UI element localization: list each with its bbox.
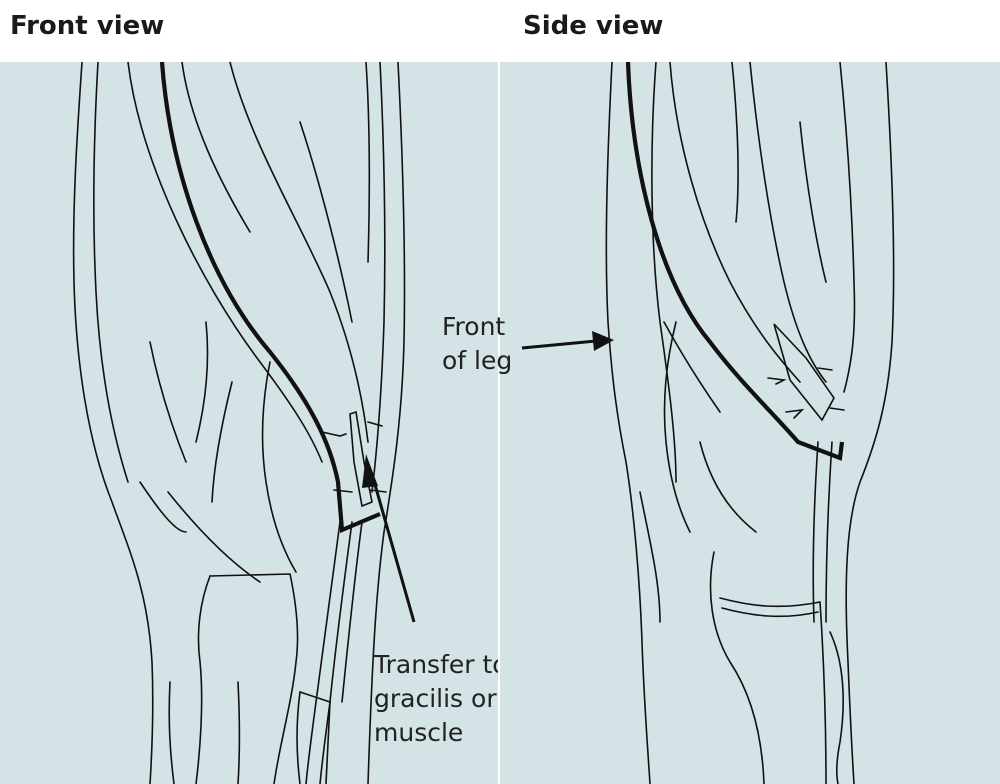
side-view-panel — [500, 62, 1000, 784]
side-muscle-8 — [639, 491, 661, 623]
muscle-line-10 — [167, 491, 261, 583]
side-calf — [829, 631, 844, 784]
side-outer-contour-left — [605, 62, 651, 784]
side-shin-3 — [812, 441, 819, 623]
front-view-title: Front view — [10, 11, 165, 41]
side-inner-contour-1 — [651, 62, 677, 483]
side-muscle-1 — [669, 62, 801, 383]
front-of-leg-line-2: of leg — [442, 346, 513, 375]
side-knee-cap — [709, 551, 765, 784]
outer-contour-left — [72, 62, 154, 784]
side-muscle-5 — [799, 121, 827, 283]
side-graft — [773, 323, 835, 422]
side-shin-1 — [819, 601, 827, 784]
transfer-label: Transfer to gracilis or sartorius muscle — [374, 648, 498, 750]
inner-contour-left — [93, 62, 129, 483]
muscle-line-7 — [261, 361, 297, 573]
muscle-line-6 — [149, 341, 187, 463]
front-of-leg-label: Front of leg — [442, 310, 512, 378]
front-view-panel: Transfer to gracilis or sartorius muscle — [0, 62, 498, 784]
transfer-label-line-2: gracilis or sartorius — [374, 684, 498, 713]
outer-contour-right — [367, 62, 406, 784]
kneecap — [209, 573, 299, 784]
transfer-label-line-3: muscle — [374, 718, 464, 747]
suture-1 — [321, 431, 347, 437]
tendon-line-1 — [305, 521, 341, 784]
side-outer-contour-right — [845, 62, 895, 784]
side-suture-2 — [817, 367, 833, 371]
tendon-flap-2 — [296, 691, 301, 784]
incision-line — [159, 62, 381, 534]
muscle-line-1 — [127, 62, 323, 463]
suture-2 — [367, 421, 383, 427]
side-knee-1 — [719, 597, 821, 608]
suture-3 — [333, 489, 353, 493]
inner-contour-right-1 — [371, 62, 386, 493]
muscle-line-2 — [229, 62, 369, 443]
side-view-title: Side view — [523, 11, 664, 41]
tendon-line-2 — [319, 521, 353, 784]
front-of-leg-line-1: Front — [442, 312, 506, 341]
tendon-flap — [299, 691, 331, 784]
side-suture-3 — [785, 408, 805, 419]
graft — [349, 410, 373, 508]
transfer-label-line-1: Transfer to — [374, 650, 498, 679]
side-suture-4 — [829, 407, 845, 411]
muscle-line-9 — [139, 481, 187, 533]
muscle-line-4 — [299, 121, 353, 323]
side-muscle-7 — [699, 441, 757, 533]
inner-contour-right-2 — [365, 62, 371, 263]
front-view-drawing — [72, 62, 416, 784]
muscle-line-8 — [211, 381, 233, 503]
transfer-arrow-head — [362, 454, 378, 488]
kneecap-left — [195, 575, 211, 784]
side-muscle-2 — [749, 62, 827, 383]
side-muscle-3 — [731, 62, 739, 223]
side-view-drawing — [605, 62, 895, 784]
side-shin-2 — [825, 441, 833, 623]
side-muscle-6 — [663, 321, 691, 533]
shin-inner — [237, 681, 241, 784]
shin-left — [168, 681, 175, 784]
muscle-line-3 — [181, 62, 251, 233]
transfer-arrow-shaft — [370, 473, 416, 623]
side-incision-line — [625, 62, 845, 461]
side-muscle-4 — [839, 62, 856, 393]
side-knee-2 — [721, 607, 819, 618]
muscle-line-5 — [195, 321, 209, 443]
side-suture-1 — [767, 377, 787, 385]
tendon-line-3 — [341, 521, 363, 703]
side-inner-contour-2 — [663, 321, 721, 413]
